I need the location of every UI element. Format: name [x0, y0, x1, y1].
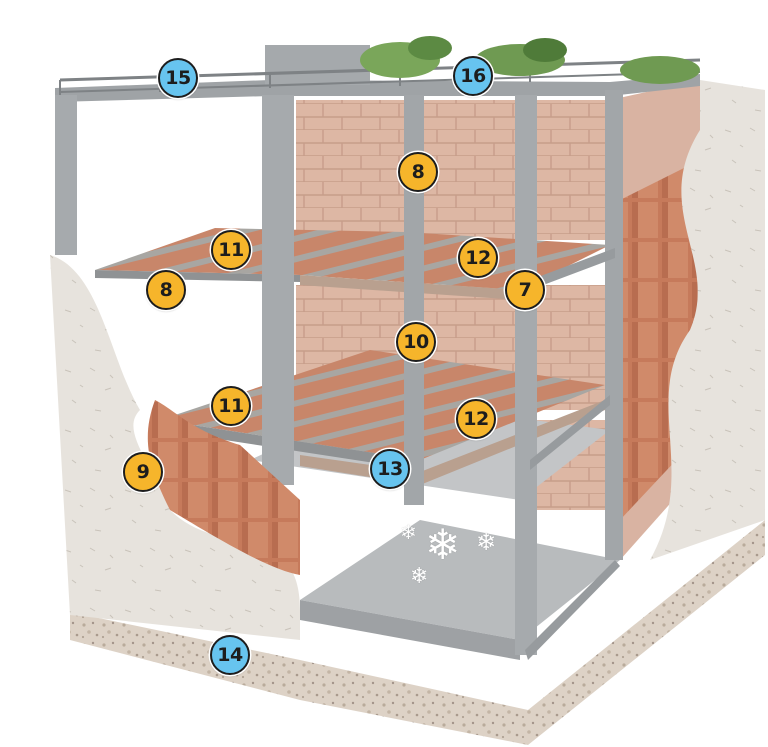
right-stucco	[650, 80, 765, 560]
callout-badge-12: 12	[458, 238, 498, 278]
callout-badge-7: 7	[505, 270, 545, 310]
ground-slab	[300, 520, 620, 640]
snowflake-icon: ❄	[476, 528, 497, 556]
callout-badge-8: 8	[398, 152, 438, 192]
gravel-foundation	[70, 520, 765, 745]
column-front-left	[55, 95, 77, 255]
snowflake-icon: ❄	[400, 520, 417, 544]
column-front-right	[515, 95, 537, 655]
snowflake-icon: ❄	[425, 520, 461, 569]
column-right	[605, 90, 623, 560]
callout-badge-15: 15	[158, 58, 198, 98]
hollow-block-row-lower	[300, 400, 605, 485]
callout-badge-11: 11	[211, 230, 251, 270]
callout-badge-13: 13	[370, 449, 410, 489]
callout-badge-14: 14	[210, 635, 250, 675]
column-center-left	[262, 95, 294, 485]
back-wall-upper	[296, 100, 606, 240]
callout-badge-11-lower: 11	[211, 386, 251, 426]
callout-badge-12-lower: 12	[456, 399, 496, 439]
roof-garden	[360, 36, 700, 84]
callout-badge-16: 16	[453, 56, 493, 96]
snowflake-icon: ❄	[410, 564, 429, 589]
column-back	[404, 95, 424, 505]
roof-slab	[55, 74, 700, 102]
left-brick-wall	[147, 400, 300, 575]
callout-badge-10: 10	[396, 322, 436, 362]
callout-badge-8-lower: 8	[146, 270, 186, 310]
callout-badge-9: 9	[123, 452, 163, 492]
